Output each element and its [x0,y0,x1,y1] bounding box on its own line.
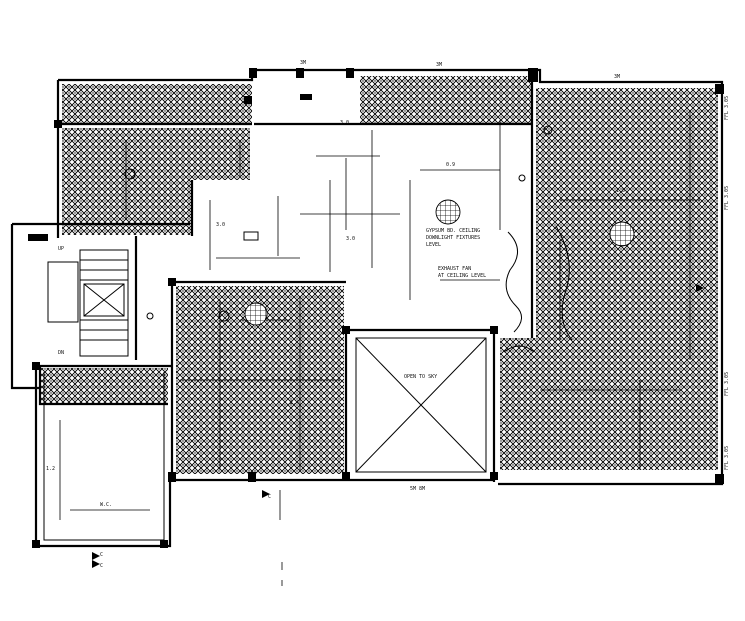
hatch-zone-right-room [500,88,718,470]
section-mark-3: C [100,563,103,569]
light-fixtures [124,125,635,326]
top-dim-label-2: 3M [436,62,442,68]
small-dim-4: 2.4 [290,400,299,406]
dimension-lines [59,110,700,586]
hatch-zone-top-left-room [62,128,250,235]
section-mark-2: C [100,552,103,558]
small-dim-5: 2.4 [632,408,641,414]
ceiling-note-line-3: LEVEL [426,242,441,248]
open-to-sky-void: OPEN TO SKY [355,337,487,473]
hatch-zone-top-center-strip [360,76,532,124]
top-dim-label-3: 3M [614,74,620,80]
small-dim-8: 1.5 [616,188,625,194]
fan-note-line-2: AT CEILING LEVEL [438,273,486,279]
side-level-3: FFL 3.05 [724,372,730,396]
small-dim-3: 3.0 [216,222,225,228]
section-mark-1: C [268,494,271,500]
ceiling-note-line-1: GYPSUM BD. CEILING [426,228,480,234]
hatch-zone-left-band [40,368,168,404]
small-dim-7: 0.9 [446,162,455,168]
small-dim-1: 3.0 [340,120,349,126]
fan-note-line-1: EXHAUST FAN [438,266,471,272]
columns [28,68,724,548]
hatched-zones [40,76,718,474]
hatch-zone-top-left-strip [62,84,252,124]
stair-down-label: DN [58,350,64,356]
open-void-label: OPEN TO SKY [404,374,437,380]
side-level-4: FFL 3.05 [724,446,730,470]
top-dim-label-1: 3M [300,60,306,66]
section-markers [92,284,704,568]
curved-feature [503,225,573,353]
side-level-1: FFL 3.05 [724,96,730,120]
small-dim-2: 3.0 [346,236,355,242]
stair-up-label: UP [58,246,64,252]
side-level-2: FFL 3.05 [724,186,730,210]
fixture-grid-lower [244,302,268,326]
ceiling-note-line-2: DOWNLIGHT FIXTURES [426,235,480,241]
text-labels: 3M 3M 3M GYPSUM BD. CEILING DOWNLIGHT FI… [46,60,730,569]
wc-label: W.C. [100,502,112,508]
bottom-span-label: 5M 8M [410,486,425,492]
fixture-grid-right [609,221,635,247]
small-dim-6: 1.2 [46,466,55,472]
fixture-grid-center [435,199,461,225]
stair-core: UP DN [47,246,129,357]
